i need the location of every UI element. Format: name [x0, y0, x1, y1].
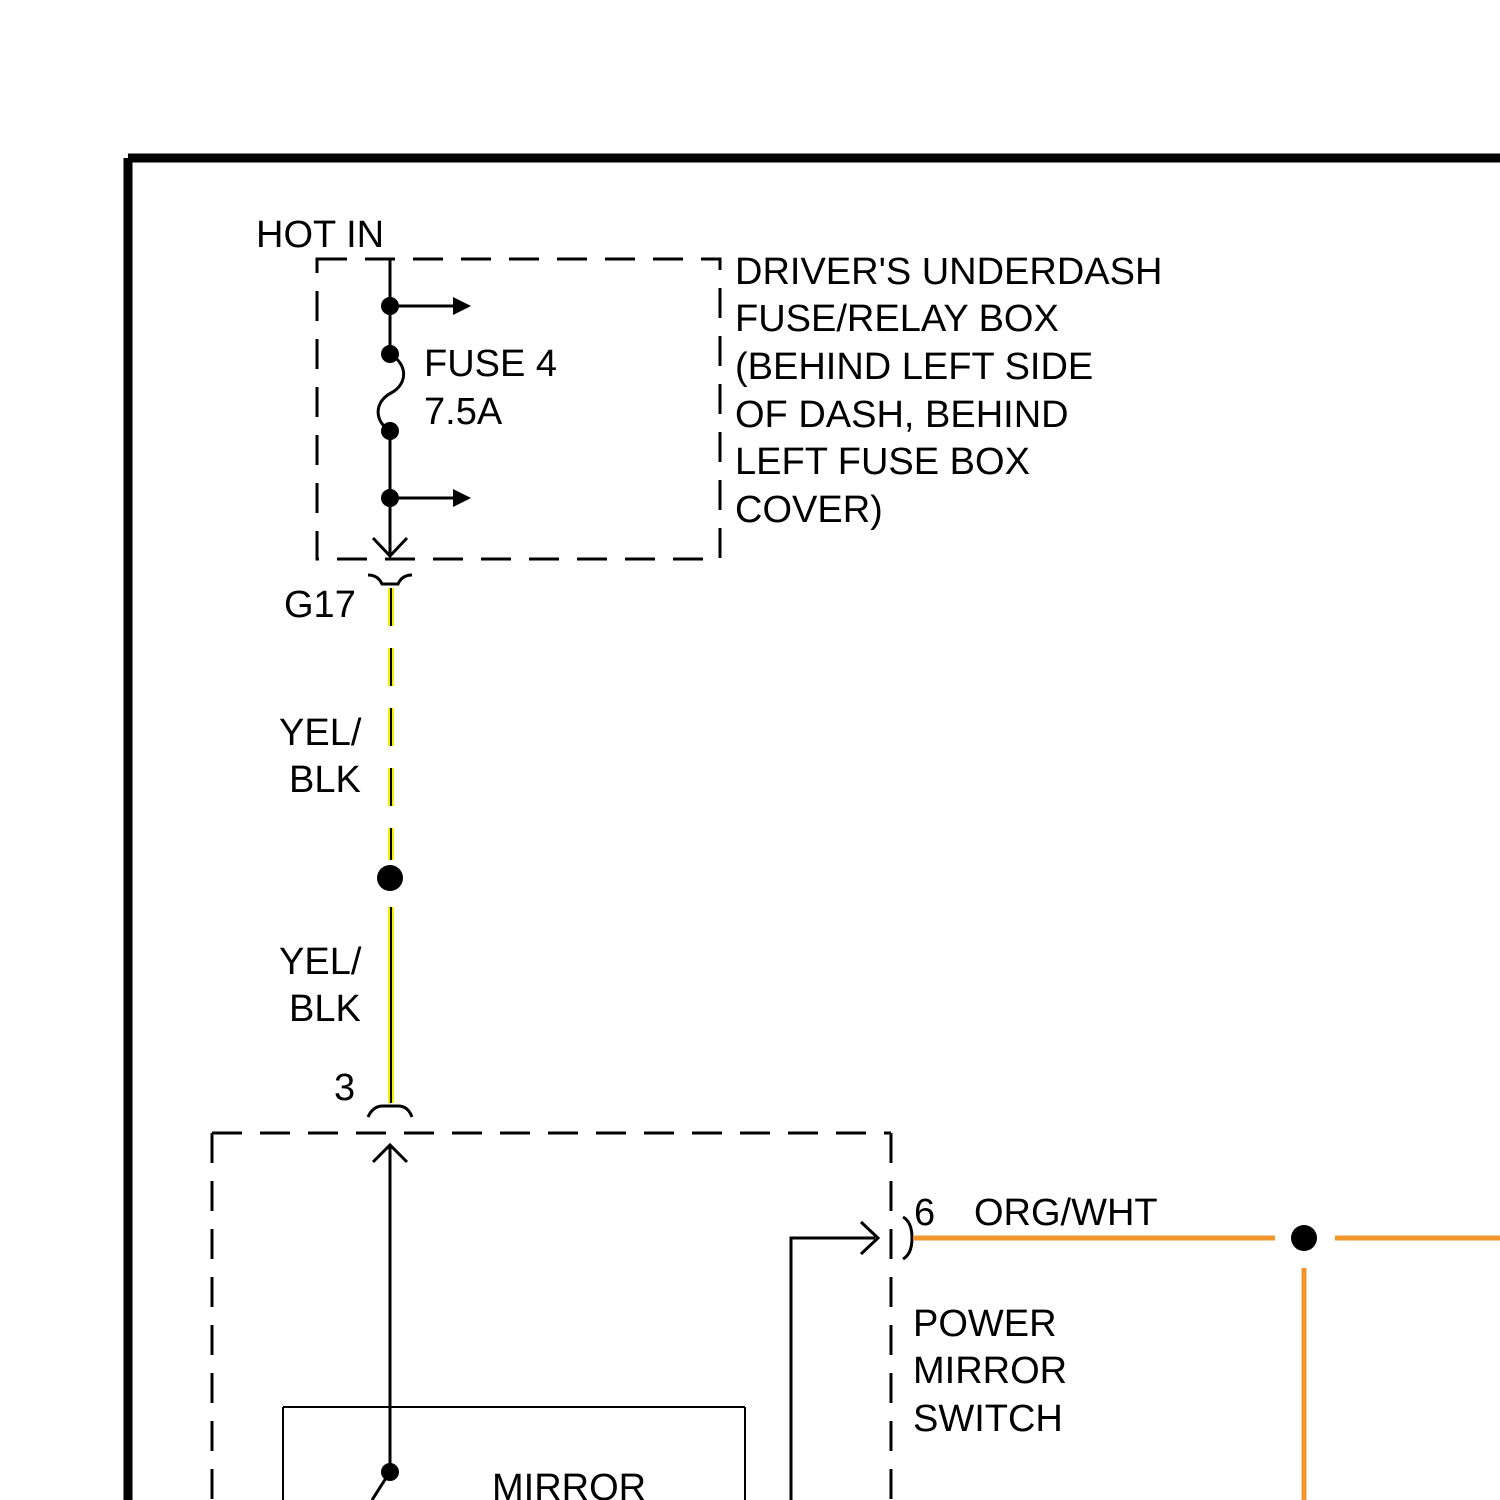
fuse-box-label-line-3: (BEHIND LEFT SIDE: [735, 346, 1093, 388]
fuse-box-label-line-6: COVER): [735, 489, 883, 531]
hot-in-label: HOT IN: [256, 214, 384, 256]
switch-label-line-1: POWER: [913, 1303, 1057, 1345]
fuse-box-label-line-1: DRIVER'S UNDERDASH: [735, 251, 1162, 293]
power-mirror-switch-outline: [212, 1133, 891, 1500]
wire-lower-color-line-2: BLK: [289, 988, 361, 1030]
fuse-name: FUSE 4: [424, 343, 557, 385]
fuse-box-label-line-4: OF DASH, BEHIND: [735, 394, 1069, 436]
fuse-rating: 7.5A: [424, 391, 503, 433]
switch-pin-6-label: 6: [914, 1192, 935, 1234]
connector-g17-label: G17: [284, 584, 356, 626]
fuse-terminal-bottom-icon: [381, 422, 399, 440]
wire-lower-color-line-1: YEL/: [279, 941, 362, 983]
switch-internal-output: [791, 1238, 875, 1500]
splice-dot-icon: [1291, 1225, 1317, 1251]
connector-symbol-icon: [903, 1217, 912, 1259]
wire-org-wht-label: ORG/WHT: [974, 1192, 1158, 1234]
fuse-circuit: FUSE 4 7.5A: [373, 259, 557, 556]
splice-dot-icon: [377, 865, 403, 891]
inner-mirror-box-label: MIRROR: [492, 1467, 646, 1500]
switch-contact-blade: [372, 1478, 386, 1500]
wire-upper-color-line-1: YEL/: [279, 712, 362, 754]
fuse-symbol-icon: [378, 354, 404, 431]
fuse-box-label-line-2: FUSE/RELAY BOX: [735, 298, 1059, 340]
connector-symbol-icon: [368, 575, 412, 584]
switch-label-line-2: MIRROR: [913, 1350, 1067, 1392]
connector-symbol-icon: [368, 1106, 412, 1117]
switch-pin-3-label: 3: [334, 1067, 355, 1109]
fuse-box-label: DRIVER'S UNDERDASH FUSE/RELAY BOX (BEHIN…: [735, 251, 1162, 531]
arrow-right-icon: [453, 297, 471, 315]
switch-label-line-3: SWITCH: [913, 1398, 1063, 1440]
fuse-box-label-line-5: LEFT FUSE BOX: [735, 441, 1030, 483]
wire-upper-color-line-2: BLK: [289, 759, 361, 801]
arrow-right-icon: [453, 489, 471, 507]
splice-dot-icon: [381, 1463, 399, 1481]
